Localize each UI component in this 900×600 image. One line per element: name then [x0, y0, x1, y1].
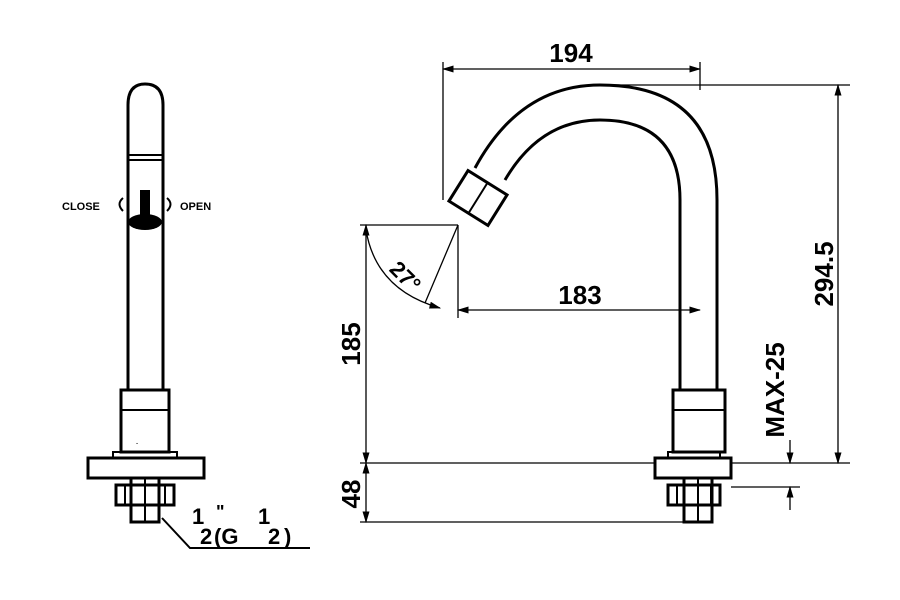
- dim-194: 194: [549, 38, 593, 68]
- thread-g-close: ): [284, 524, 291, 549]
- dim-angle: 27°: [385, 256, 426, 297]
- base-collar: [119, 388, 171, 454]
- thread-size-num: 1: [192, 504, 204, 529]
- open-rotation-icon: [166, 197, 172, 212]
- thread-leader-line: [161, 517, 310, 549]
- handle-knob: [128, 214, 162, 230]
- aerator-tip: [446, 168, 510, 228]
- thread-size-den: 2: [200, 524, 212, 549]
- front-base-collar: [671, 388, 727, 454]
- dim-max-25: MAX-25: [760, 342, 790, 437]
- front-lock-nut: [666, 483, 722, 507]
- thread-size-inch: ": [216, 502, 225, 522]
- thread-g-den: 2: [268, 524, 280, 549]
- spout-inner: [503, 118, 682, 390]
- dim-48: 48: [336, 480, 366, 509]
- dimensions: 194 294.5 183 27° 185 48 MAX-25: [336, 38, 850, 524]
- open-label: OPEN: [180, 201, 211, 213]
- close-label: CLOSE: [62, 201, 100, 213]
- close-rotation-icon: [118, 197, 124, 212]
- dim-183: 183: [558, 280, 601, 310]
- thread-g-num: 1: [258, 504, 270, 529]
- washer: [112, 451, 178, 459]
- front-washer: [667, 451, 721, 459]
- front-view: [446, 83, 733, 524]
- side-view-tube: [126, 82, 165, 390]
- angle-leg: [424, 224, 459, 304]
- handle-lever: [140, 190, 150, 220]
- thread-g-open: (G: [214, 524, 238, 549]
- side-view: CLOSE OPEN ᐧ 1 " 2 (G 1 2 ): [62, 82, 310, 549]
- deck-plate: [86, 456, 206, 480]
- dim-294-5: 294.5: [809, 241, 839, 306]
- front-deck-plate: [653, 456, 733, 480]
- dim-185: 185: [336, 322, 366, 365]
- brand-mark: ᐧ: [136, 441, 138, 448]
